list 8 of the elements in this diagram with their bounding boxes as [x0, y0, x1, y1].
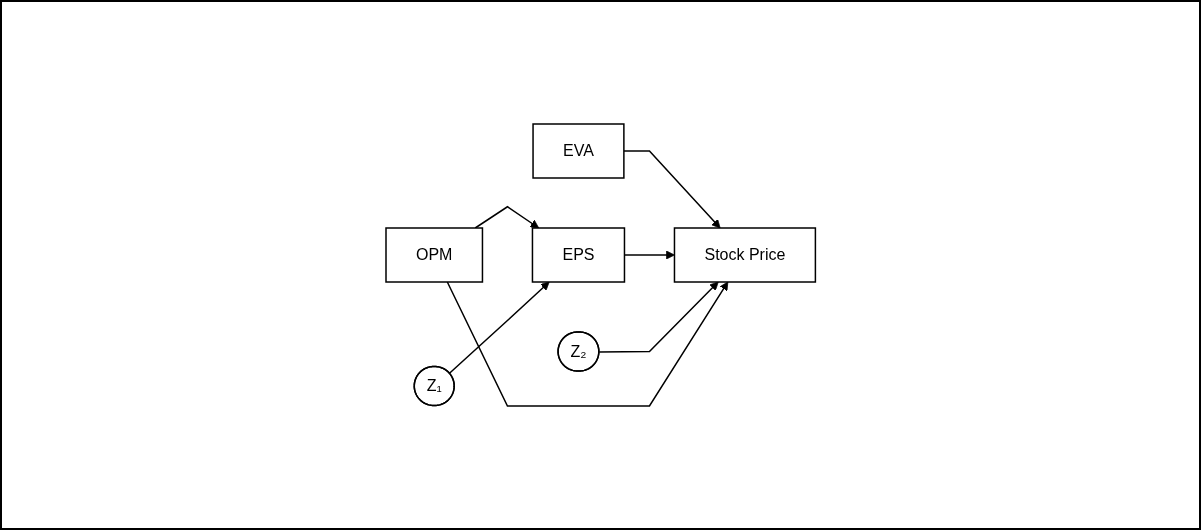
node-box: EVA	[532, 123, 625, 179]
arrow	[448, 281, 550, 375]
arrow	[446, 281, 729, 407]
node-box: EPS	[531, 227, 625, 283]
arrow	[598, 281, 719, 353]
node-box: OPM	[385, 227, 483, 283]
arrow	[474, 205, 539, 229]
node-box: Stock Price	[673, 227, 816, 283]
